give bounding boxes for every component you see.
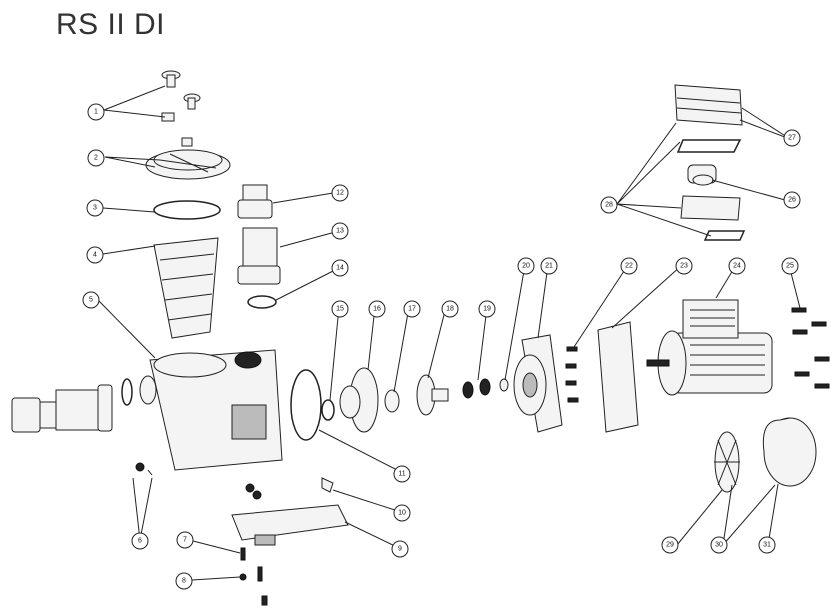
- svg-text:14: 14: [336, 265, 344, 272]
- leader-lines: [97, 85, 801, 581]
- svg-text:21: 21: [545, 263, 553, 270]
- svg-text:27: 27: [788, 135, 796, 142]
- part-base-plate: [231, 504, 349, 546]
- callout-18: 18: [441, 300, 459, 318]
- part-lid: [145, 149, 231, 180]
- callout-5: 5: [82, 291, 100, 309]
- svg-text:28: 28: [605, 202, 613, 209]
- svg-text:9: 9: [398, 546, 402, 553]
- part-union-oring: [247, 295, 277, 309]
- callout-20: 20: [517, 257, 535, 275]
- part-pump-body: [139, 349, 283, 471]
- callout-6: 6: [131, 532, 149, 550]
- callout-9: 9: [391, 540, 409, 558]
- part-terminal-box-cover: [674, 84, 743, 126]
- callout-1: 1: [87, 103, 105, 121]
- part-seal-plate: [513, 334, 563, 433]
- part-diffuser: [339, 367, 379, 433]
- callout-19: 19: [478, 300, 496, 318]
- svg-text:20: 20: [522, 263, 530, 270]
- part-inlet-union: [11, 378, 133, 433]
- callout-23: 23: [675, 257, 693, 275]
- part-seal-plate-screws: [565, 346, 579, 403]
- svg-text:29: 29: [666, 542, 674, 549]
- callout-29: 29: [661, 536, 679, 554]
- part-union-12: [237, 184, 273, 219]
- svg-text:15: 15: [336, 306, 344, 313]
- svg-text:5: 5: [89, 297, 93, 304]
- diagram-title: RS II DI: [56, 8, 166, 41]
- svg-text:26: 26: [788, 197, 796, 204]
- svg-text:24: 24: [733, 263, 741, 270]
- part-seal: [384, 389, 400, 413]
- part-seal-ring: [499, 378, 509, 392]
- part-screws-base: [239, 483, 268, 606]
- svg-text:11: 11: [398, 471, 405, 478]
- callout-30: 30: [710, 536, 728, 554]
- part-terminal-box: [676, 139, 746, 241]
- callout-26: 26: [783, 191, 801, 209]
- callout-14: 14: [331, 259, 349, 277]
- callout-11: 11: [393, 465, 411, 483]
- part-drain-plug: [135, 462, 153, 476]
- svg-text:30: 30: [715, 542, 723, 549]
- callout-2: 2: [87, 149, 105, 167]
- svg-text:18: 18: [446, 306, 454, 313]
- part-knobs: [161, 70, 201, 147]
- callout-13: 13: [331, 222, 349, 240]
- svg-text:6: 6: [138, 538, 142, 545]
- svg-text:10: 10: [398, 510, 406, 517]
- callout-4: 4: [86, 246, 104, 264]
- callout-8: 8: [175, 572, 193, 590]
- callout-7: 7: [176, 531, 194, 549]
- part-diffuser-oring: [321, 399, 335, 421]
- callout-22: 22: [620, 257, 638, 275]
- callout-28: 28: [600, 196, 618, 214]
- callout-12: 12: [331, 184, 349, 202]
- part-impeller: [416, 374, 449, 416]
- callout-31: 31: [758, 536, 776, 554]
- svg-text:8: 8: [182, 578, 186, 585]
- svg-text:23: 23: [680, 263, 688, 270]
- svg-text:7: 7: [183, 537, 187, 544]
- part-mechanical-seal: [462, 378, 491, 399]
- callout-24: 24: [728, 257, 746, 275]
- svg-text:22: 22: [625, 263, 633, 270]
- callout-21: 21: [540, 257, 558, 275]
- svg-text:2: 2: [94, 155, 98, 162]
- callout-27: 27: [783, 129, 801, 147]
- svg-text:12: 12: [336, 190, 344, 197]
- part-motor-screws: [791, 307, 830, 389]
- callout-10: 10: [393, 504, 411, 522]
- part-motor: [646, 299, 773, 396]
- part-motor-bracket: [597, 321, 639, 433]
- svg-text:13: 13: [336, 228, 344, 235]
- callout-25: 25: [781, 257, 799, 275]
- svg-text:17: 17: [408, 306, 416, 313]
- callout-15: 15: [331, 300, 349, 318]
- part-fan-cover: [762, 417, 817, 487]
- svg-text:4: 4: [93, 252, 97, 259]
- part-lid-oring: [153, 200, 221, 220]
- part-fan: [714, 431, 740, 493]
- svg-text:31: 31: [763, 542, 771, 549]
- part-clip: [321, 477, 334, 493]
- part-body-oring: [290, 369, 322, 441]
- svg-text:16: 16: [373, 306, 381, 313]
- callout-16: 16: [368, 300, 386, 318]
- part-union-13: [237, 227, 281, 285]
- part-basket: [153, 237, 219, 339]
- svg-text:1: 1: [94, 109, 98, 116]
- svg-text:25: 25: [786, 263, 794, 270]
- svg-text:3: 3: [93, 205, 97, 212]
- part-capacitor: [687, 164, 717, 186]
- callout-17: 17: [403, 300, 421, 318]
- svg-text:19: 19: [483, 306, 491, 313]
- callout-3: 3: [86, 199, 104, 217]
